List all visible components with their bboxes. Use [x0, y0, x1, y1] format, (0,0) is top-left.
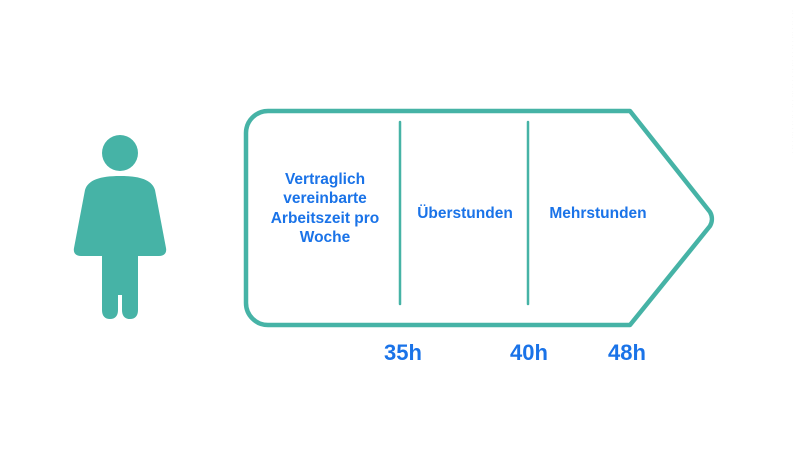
arrow-band-icon [243, 108, 715, 328]
segment-label-ueberstunden: Überstunden [417, 205, 513, 222]
segment-label-mehrstunden: Mehrstunden [549, 205, 647, 222]
arrow-band-group [238, 100, 726, 336]
segment-label-contracted-hours: Vertraglich vereinbarte Arbeitszeit pro … [270, 171, 380, 247]
hour-tick-label-40h: 40h [510, 340, 548, 365]
arrow-outline [243, 108, 715, 328]
female-person-icon [73, 135, 167, 319]
edge-watermark-text: ·· · ·· · ··· · ·· · · ··· ·· · · ·· ···… [789, 10, 795, 154]
person-figure-group: Frau Maier [60, 130, 180, 335]
hour-tick-label-48h: 48h [608, 340, 646, 365]
hour-tick-label-35h: 35h [384, 340, 422, 365]
